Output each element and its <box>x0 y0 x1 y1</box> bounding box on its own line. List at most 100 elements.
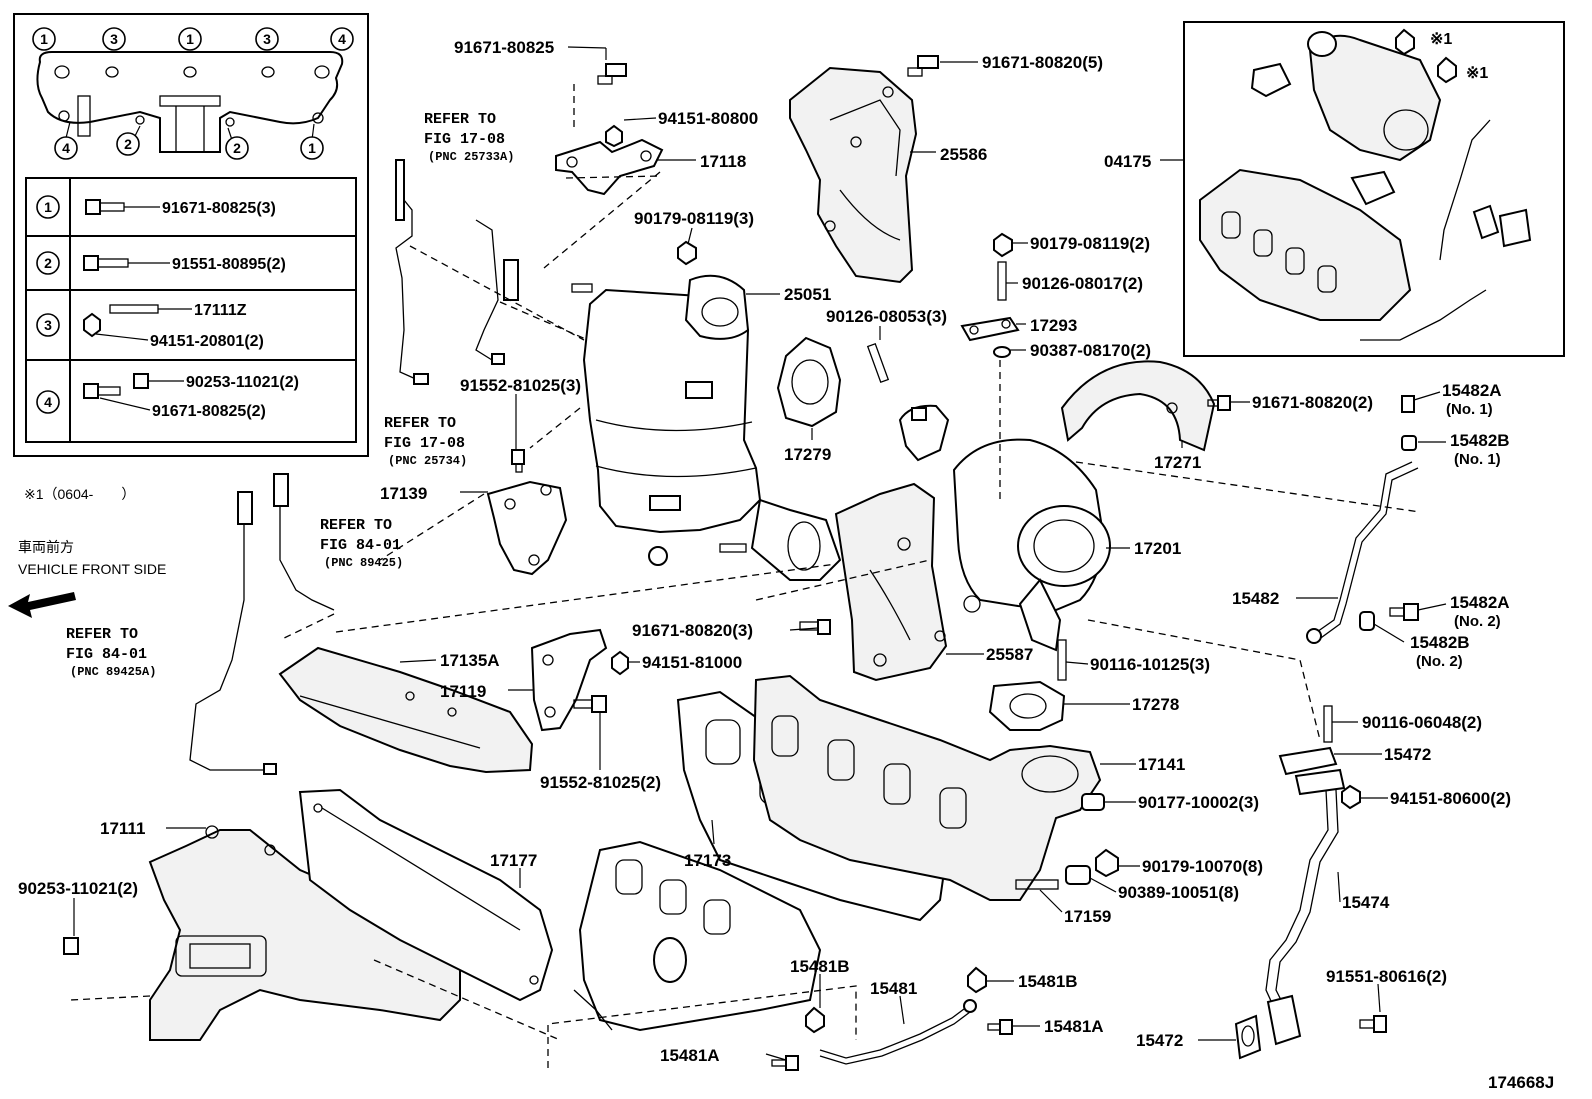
oxygen-sensor-upper <box>395 159 519 385</box>
refer-to-89425A: REFER TO FIG 84-01 (PNC 89425A) <box>66 626 156 679</box>
label-04175: 04175 <box>1104 152 1151 171</box>
star-label: ※1 <box>1430 31 1452 48</box>
label-17293: 17293 <box>1030 316 1077 335</box>
label-15481B-left: 15481B <box>790 957 850 976</box>
bracket-17119 <box>530 619 831 732</box>
label-90179-08119-2: 90179-08119(2) <box>1030 234 1150 253</box>
label-91671-80825: 91671-80825 <box>454 38 554 57</box>
svg-text:REFER TO: REFER TO <box>320 517 392 534</box>
inset-04175: ※1 ※1 <box>1183 21 1565 357</box>
stud-17159 <box>1015 879 1059 890</box>
bolt-icon <box>511 449 525 473</box>
star-label: ※1 <box>1466 65 1488 82</box>
label-15481A-left: 15481A <box>660 1046 720 1065</box>
label-91552-81025-2: 91552-81025(2) <box>540 773 661 792</box>
label-17119: 17119 <box>440 682 486 701</box>
legend-circle: 1 <box>186 31 194 47</box>
legend-circle: 3 <box>263 31 271 47</box>
legend-part-label: 17111Z <box>194 302 247 319</box>
legend-circle: 2 <box>233 140 241 156</box>
label-17118: 17118 <box>700 152 746 171</box>
legend-circle: 1 <box>40 31 48 47</box>
label-94151-80800: 94151-80800 <box>658 109 758 128</box>
front-side-jp: 車両前方 <box>18 539 74 555</box>
label-15482B-no1: 15482B <box>1450 431 1510 450</box>
intake-manifold-17111 <box>63 825 461 1041</box>
nut-icon <box>677 240 697 266</box>
svg-text:(PNC 25734): (PNC 25734) <box>388 454 467 468</box>
legend-row-number: 2 <box>44 255 52 271</box>
label-90116-06048-2: 90116-06048(2) <box>1362 713 1482 732</box>
nut-icon <box>805 1006 825 1034</box>
legend-bottom-circles: 4 2 2 1 <box>54 132 324 160</box>
front-side-en: VEHICLE FRONT SIDE <box>18 561 166 577</box>
label-91671-80820-3: 91671-80820(3) <box>632 621 753 640</box>
label-91552-81025-3: 91552-81025(3) <box>460 376 581 395</box>
svg-text:REFER TO: REFER TO <box>384 415 456 432</box>
label-no1: (No. 1) <box>1446 401 1493 418</box>
bracket-17139 <box>486 449 568 576</box>
guide-lines <box>69 84 1421 1068</box>
label-17201: 17201 <box>1134 539 1181 558</box>
label-90177-10002-3: 90177-10002(3) <box>1138 793 1259 812</box>
washer-icon <box>1401 435 1417 451</box>
label-17139: 17139 <box>380 484 427 503</box>
bolt-icon <box>83 255 129 271</box>
svg-text:(PNC 89425A): (PNC 89425A) <box>70 665 156 679</box>
label-15481B-right: 15481B <box>1018 972 1078 991</box>
gasket-17278 <box>988 639 1067 731</box>
label-15482B-no2: 15482B <box>1410 633 1470 652</box>
legend-part-label: 91551-80895(2) <box>172 256 286 273</box>
label-94151-80600-2: 94151-80600(2) <box>1390 789 1511 808</box>
nut-90177 <box>1081 793 1105 811</box>
legend-row-number: 3 <box>44 317 52 333</box>
stud-icon <box>109 304 159 314</box>
bracket-17118 <box>555 63 664 196</box>
collar-icon <box>133 373 149 389</box>
bolt-icon <box>573 695 607 713</box>
legend-part-label: 90253-11021(2) <box>186 374 299 391</box>
label-17135A: 17135A <box>440 651 500 670</box>
label-90253-11021-2: 90253-11021(2) <box>18 879 138 898</box>
bolt-icon <box>597 63 627 85</box>
label-15472-upper: 15472 <box>1384 745 1431 764</box>
svg-text:FIG 17-08: FIG 17-08 <box>384 435 465 452</box>
label-91671-80820-5: 91671-80820(5) <box>982 53 1103 72</box>
refer-to-25734: REFER TO FIG 17-08 (PNC 25734) <box>384 415 467 468</box>
stud-90126-08053 <box>866 342 890 384</box>
label-15481: 15481 <box>870 979 917 998</box>
oxygen-sensor-lower <box>189 473 335 775</box>
stud-90126-08017 <box>997 261 1007 301</box>
bolt-icon <box>1401 395 1415 413</box>
heat-insulator-25586 <box>789 55 939 284</box>
manifold-gasket-drawing <box>36 51 344 153</box>
spacer-90389 <box>1065 865 1091 885</box>
arrow-left-icon <box>8 592 76 618</box>
nut-90179-10070 <box>1095 848 1119 878</box>
label-25586: 25586 <box>940 145 987 164</box>
legend-row-number: 4 <box>44 394 52 410</box>
exhaust-manifold-17141 <box>752 674 1102 901</box>
legend-circle: 4 <box>62 140 70 156</box>
svg-text:(PNC 25733A): (PNC 25733A) <box>428 150 514 164</box>
label-91551-80616-2: 91551-80616(2) <box>1326 967 1447 986</box>
nut-90179-08119-2 <box>993 232 1013 258</box>
label-25051: 25051 <box>784 285 831 304</box>
refer-to-25733A: REFER TO FIG 17-08 (PNC 25733A) <box>424 111 514 164</box>
nut-icon <box>605 124 623 148</box>
nut-icon <box>611 650 629 676</box>
svg-text:REFER TO: REFER TO <box>424 111 496 128</box>
legend-part-label: 91671-80825(2) <box>152 403 266 420</box>
nut-icon <box>1437 56 1457 84</box>
washer-90387 <box>993 346 1011 358</box>
washer-icon <box>1359 611 1375 631</box>
star-note: ※1（0604- ） <box>24 486 135 502</box>
svg-text:FIG 84-01: FIG 84-01 <box>66 646 147 663</box>
label-15482A-no1: 15482A <box>1442 381 1502 400</box>
label-17278: 17278 <box>1132 695 1179 714</box>
label-90126-08017-2: 90126-08017(2) <box>1022 274 1143 293</box>
cylinder-head-partial <box>573 840 822 1032</box>
label-17159: 17159 <box>1064 907 1111 926</box>
label-17271: 17271 <box>1154 453 1201 472</box>
